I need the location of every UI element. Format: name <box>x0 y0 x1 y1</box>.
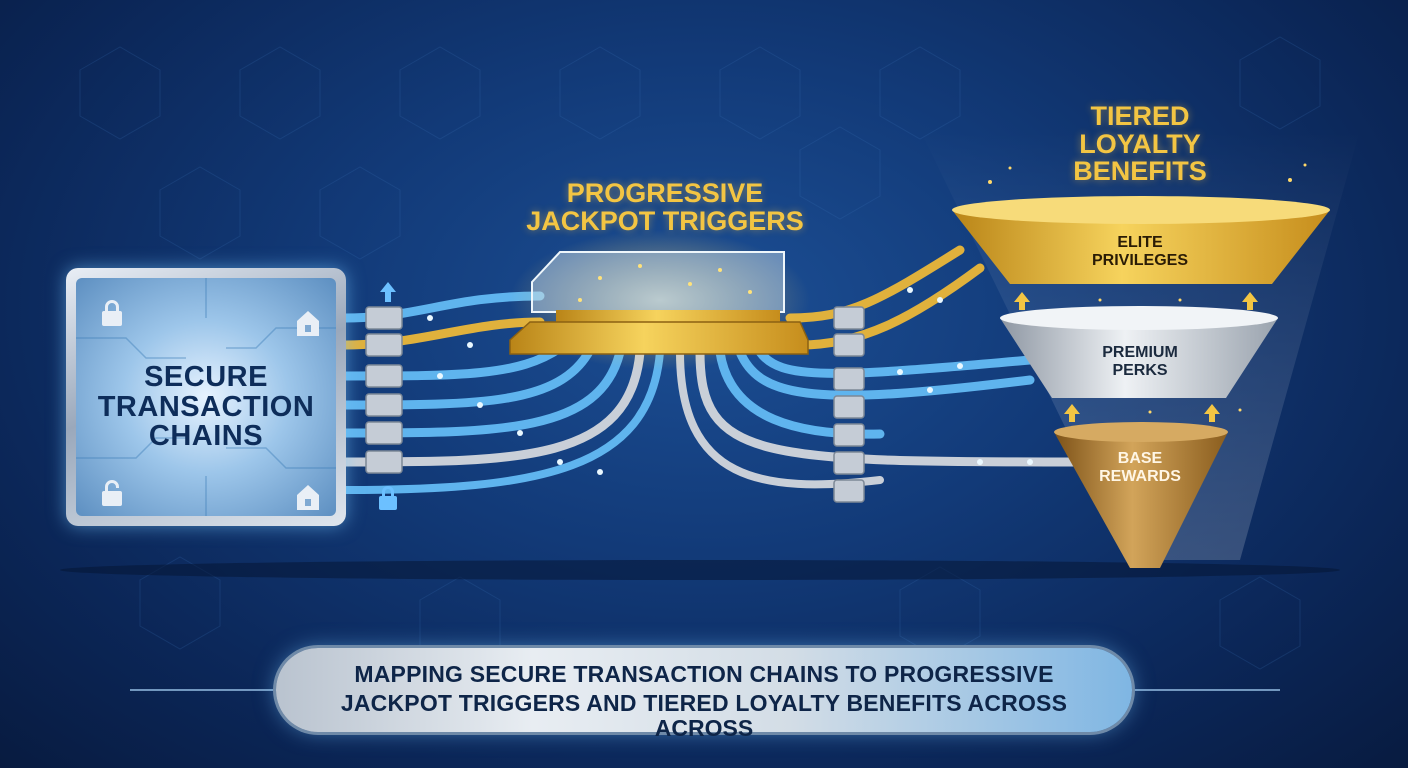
up-arrow-icon <box>380 282 396 302</box>
jackpot-chip <box>510 230 810 370</box>
title-line: BENEFITS <box>1050 158 1230 186</box>
home-lock-icon <box>294 308 322 338</box>
cable-gold <box>800 268 980 345</box>
title-line: PROGRESSIVE <box>490 180 840 208</box>
title-line: TIERED <box>1050 103 1230 131</box>
caption-line: MAPPING SECURE TRANSACTION CHAINS TO PRO… <box>276 660 1132 689</box>
jackpot-triggers-title: PROGRESSIVE JACKPOT TRIGGERS <box>490 180 840 235</box>
secure-transaction-box: SECURE TRANSACTION CHAINS <box>66 268 346 526</box>
tier-line: ELITE <box>1060 234 1220 252</box>
title-line: CHAINS <box>76 422 336 452</box>
padlock-icon <box>98 298 126 328</box>
tier-base-label: BASE REWARDS <box>1060 450 1220 487</box>
title-line: SECURE <box>76 363 336 393</box>
cable-gold <box>790 250 960 318</box>
loyalty-benefits-title: TIERED LOYALTY BENEFITS <box>1050 103 1230 186</box>
tier-line: PERKS <box>1060 362 1220 380</box>
caption-text: MAPPING SECURE TRANSACTION CHAINS TO PRO… <box>276 660 1132 718</box>
tier-premium-label: PREMIUM PERKS <box>1060 344 1220 381</box>
caption-line: ACROSS <box>276 714 1132 743</box>
secure-transaction-panel: SECURE TRANSACTION CHAINS <box>76 278 336 516</box>
secure-transaction-title: SECURE TRANSACTION CHAINS <box>76 363 336 452</box>
left-connectors <box>366 307 402 473</box>
tier-line: BASE <box>1060 450 1220 468</box>
tier-line: REWARDS <box>1060 468 1220 486</box>
title-line: JACKPOT TRIGGERS <box>490 208 840 236</box>
open-padlock-icon <box>98 478 126 508</box>
tier-line: PREMIUM <box>1060 344 1220 362</box>
title-line: TRANSACTION <box>76 393 336 423</box>
home-lock-icon <box>294 482 322 512</box>
cable-blue <box>760 352 1030 373</box>
tier-elite-label: ELITE PRIVILEGES <box>1060 234 1220 271</box>
tier-line: PRIVILEGES <box>1060 252 1220 270</box>
title-line: LOYALTY <box>1050 131 1230 159</box>
right-connectors <box>834 307 864 502</box>
